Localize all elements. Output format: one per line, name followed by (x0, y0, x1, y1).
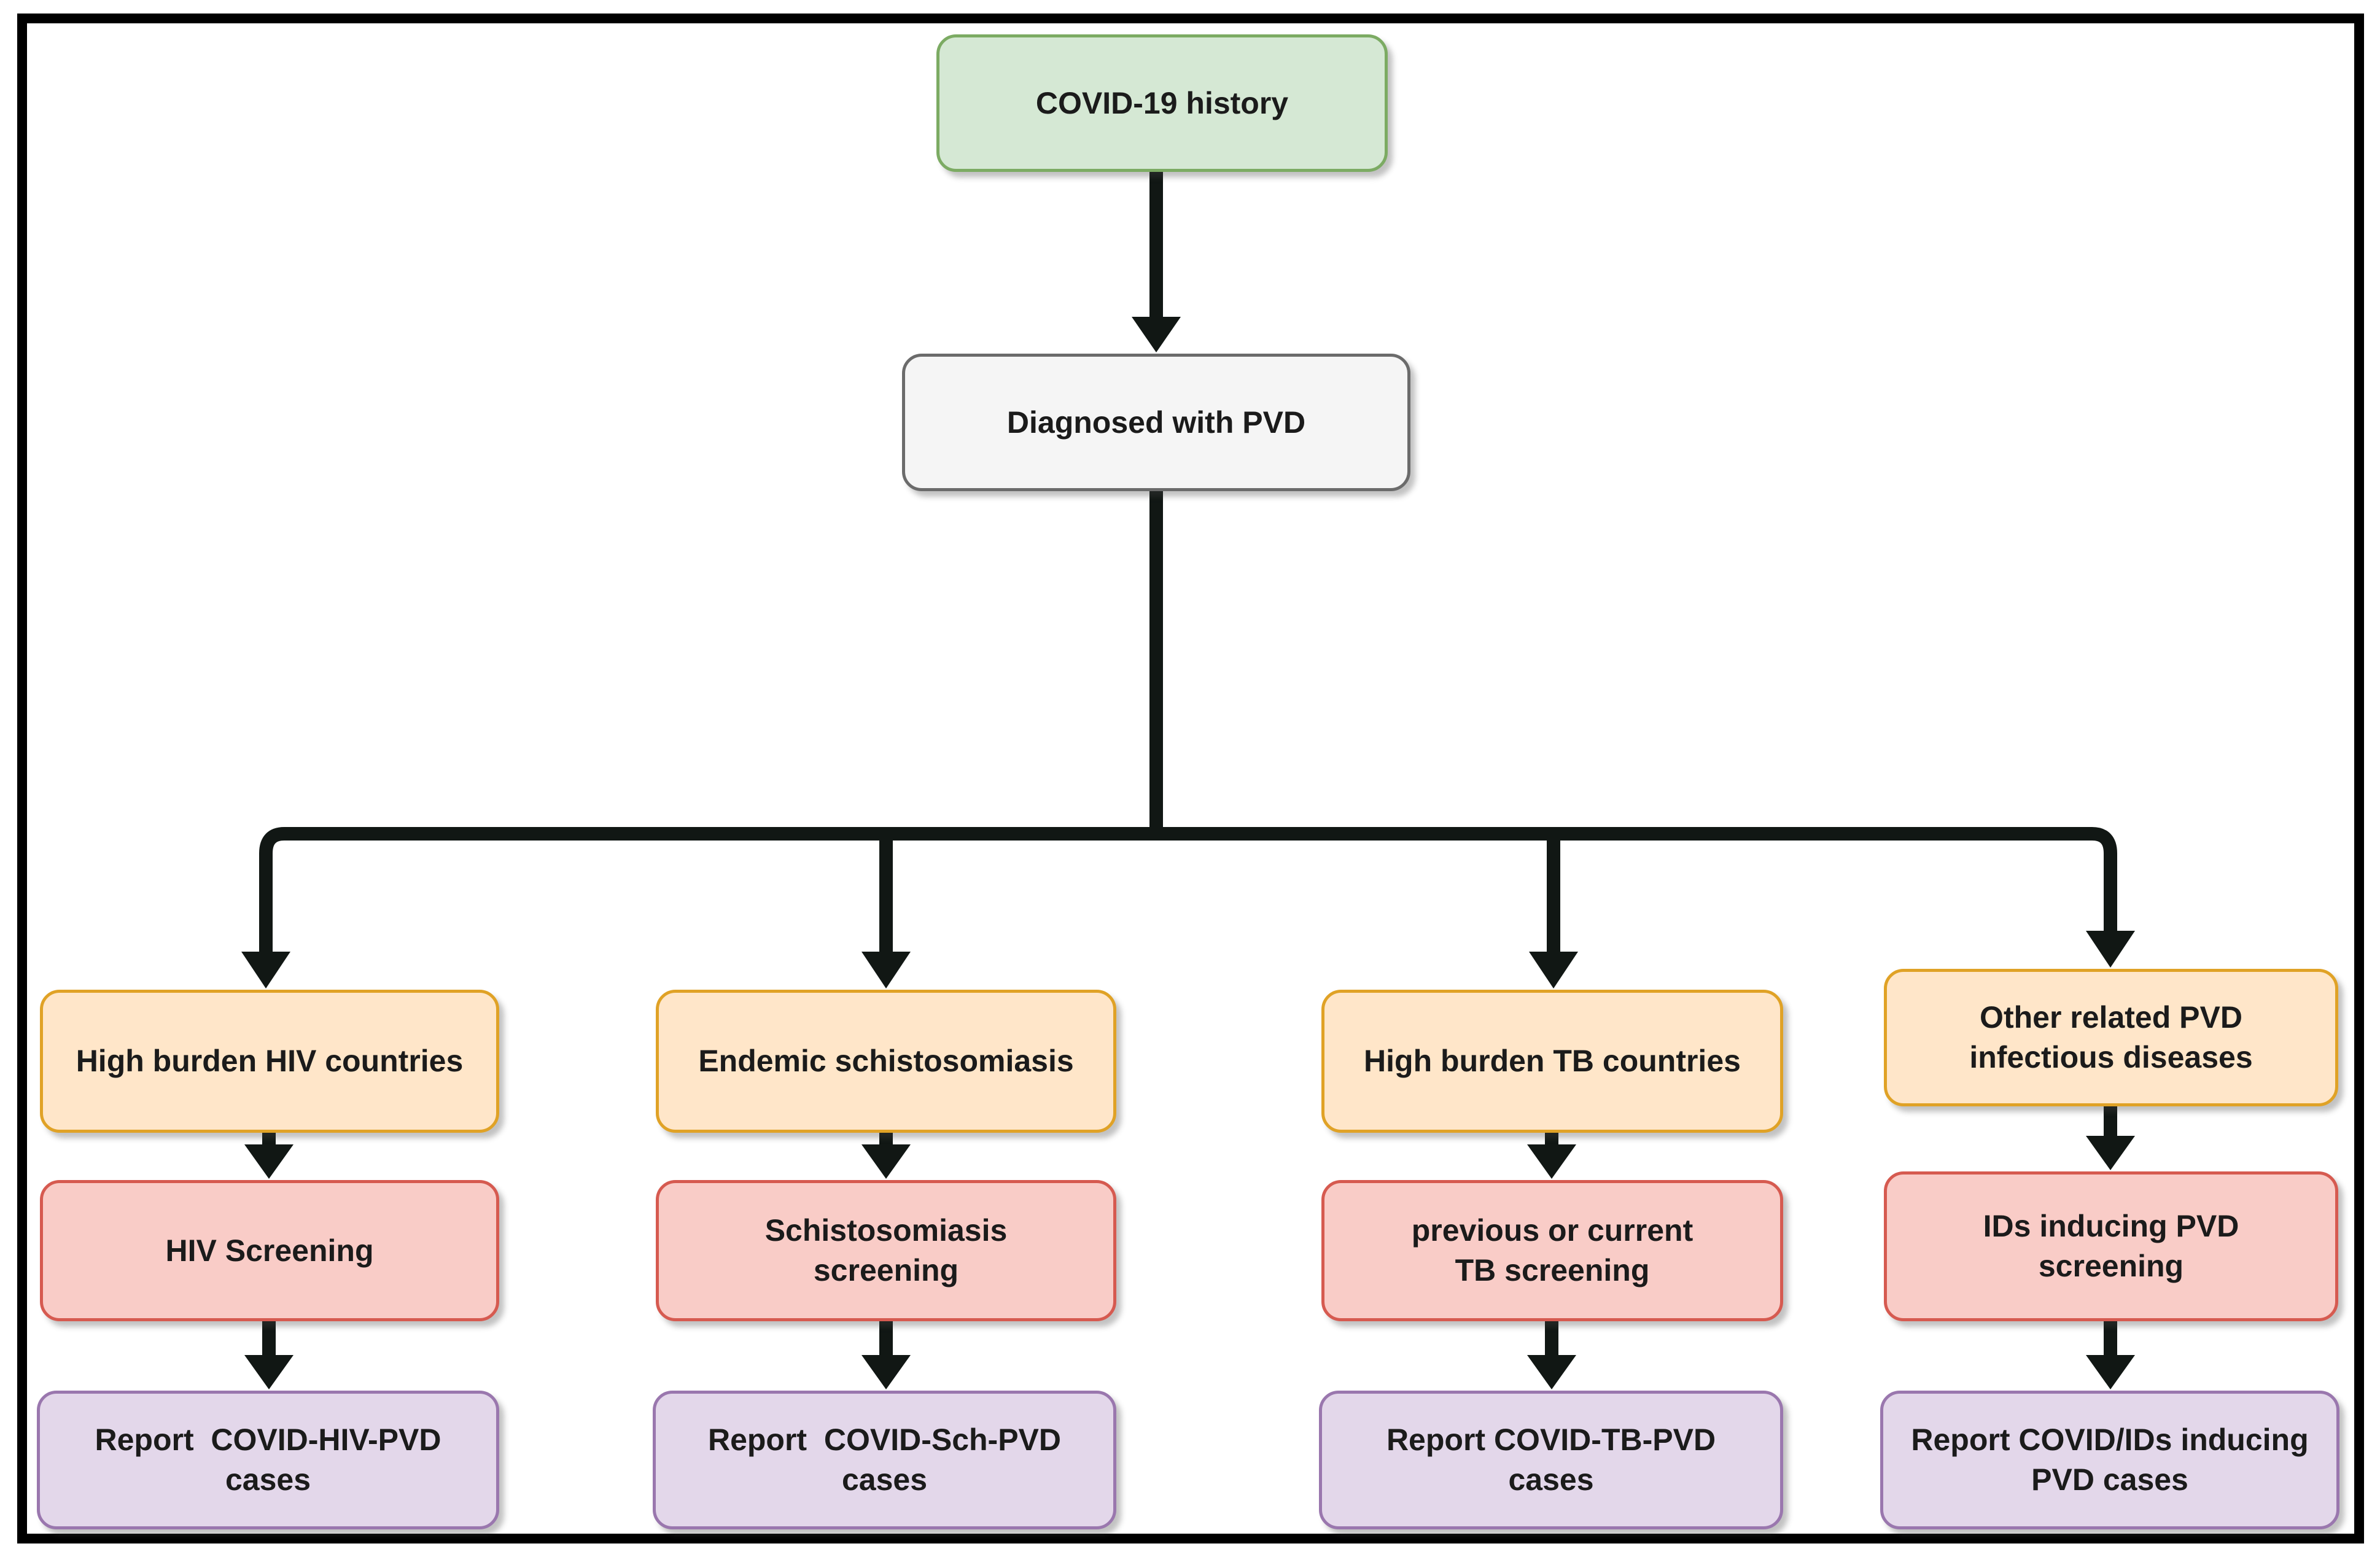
node-covid19-history: COVID-19 history (936, 34, 1388, 172)
node-hiv-screening: HIV Screening (40, 1180, 499, 1321)
node-ids-inducing-pvd-screening: IDs inducing PVD screening (1884, 1171, 2338, 1321)
arrow-screening-to-report-col1 (244, 1320, 294, 1389)
node-label: Report COVID-Sch-PVD cases (707, 1423, 1062, 1497)
arrow-condition-to-screening-col2 (861, 1132, 911, 1179)
node-label: IDs inducing PVD screening (1983, 1209, 2239, 1283)
arrow-condition-to-screening-col4 (2086, 1104, 2135, 1170)
node-schistosomiasis-screening: Schistosomiasis screening (656, 1180, 1116, 1321)
arrow-condition-to-screening-col3 (1527, 1132, 1576, 1179)
node-label: High burden TB countries (1364, 1044, 1741, 1078)
node-label: Endemic schistosomiasis (698, 1044, 1074, 1078)
node-report-covid-ids-pvd: Report COVID/IDs inducing PVD cases (1880, 1391, 2339, 1529)
node-label: Report COVID-HIV-PVD cases (95, 1423, 441, 1497)
node-label: Report COVID/IDs inducing PVD cases (1911, 1423, 2309, 1497)
node-report-covid-hiv-pvd: Report COVID-HIV-PVD cases (37, 1391, 499, 1529)
diagram-border (17, 14, 2364, 1543)
arrow-condition-to-screening-col1 (244, 1132, 294, 1179)
node-other-pvd-infectious-diseases: Other related PVD infectious diseases (1884, 969, 2338, 1106)
node-diagnosed-pvd: Diagnosed with PVD (902, 354, 1410, 491)
arrowhead-col4 (2086, 931, 2135, 968)
node-high-burden-tb-countries: High burden TB countries (1321, 990, 1783, 1133)
node-label: High burden HIV countries (76, 1044, 464, 1078)
arrowhead-col1 (241, 952, 290, 988)
node-label: Schistosomiasis screening (764, 1213, 1008, 1287)
node-tb-screening: previous or current TB screening (1321, 1180, 1783, 1321)
arrow-screening-to-report-col4 (2086, 1320, 2135, 1389)
node-report-covid-tb-pvd: Report COVID-TB-PVD cases (1319, 1391, 1783, 1529)
node-endemic-schistosomiasis: Endemic schistosomiasis (656, 990, 1116, 1133)
arrowhead-col2 (861, 952, 911, 988)
branch-right (1156, 827, 2117, 933)
node-report-covid-sch-pvd: Report COVID-Sch-PVD cases (653, 1391, 1116, 1529)
node-high-burden-hiv-countries: High burden HIV countries (40, 990, 499, 1133)
arrow-screening-to-report-col2 (861, 1320, 911, 1389)
arrow-screening-to-report-col3 (1527, 1320, 1576, 1389)
node-label: Other related PVD infectious diseases (1969, 1000, 2253, 1074)
arrow-covid-to-diagnosed (1132, 171, 1181, 352)
node-label: COVID-19 history (1035, 85, 1289, 120)
node-label: Diagnosed with PVD (1006, 405, 1306, 440)
node-label: Report COVID-TB-PVD cases (1386, 1423, 1716, 1497)
arrowhead-col3 (1529, 952, 1578, 988)
branch-rail (241, 827, 2135, 988)
node-label: previous or current TB screening (1411, 1213, 1694, 1287)
node-label: HIV Screening (165, 1233, 374, 1268)
branch-left (259, 827, 1156, 953)
